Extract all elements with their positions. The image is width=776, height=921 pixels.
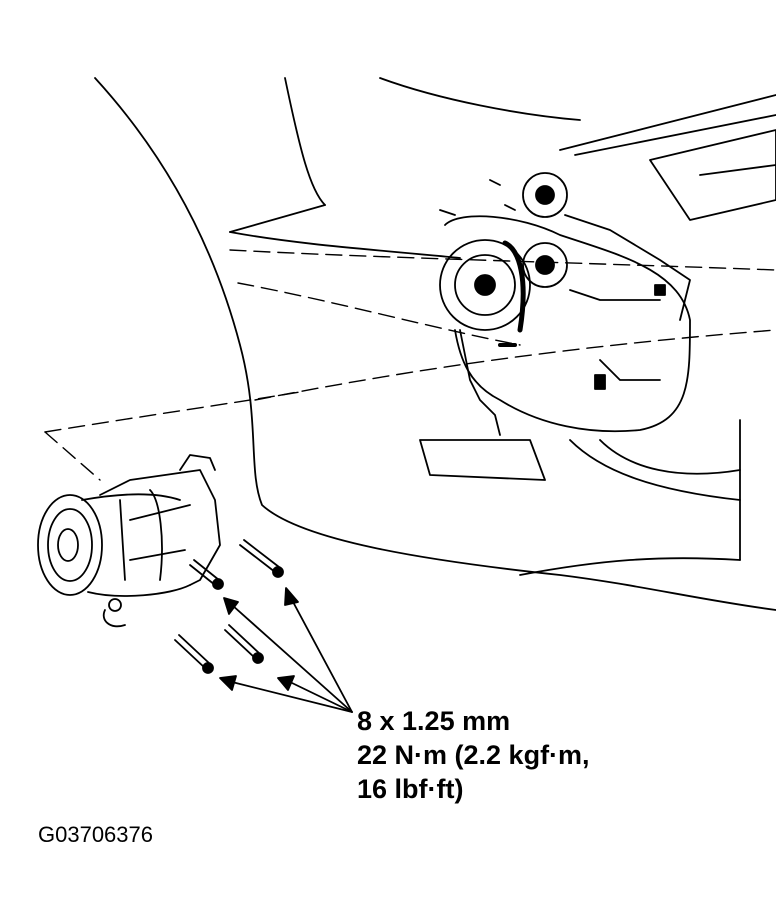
torque-spec-line1: 22 N·m (2.2 kgf·m, (357, 740, 590, 770)
bolt-upper-left (189, 559, 220, 586)
idler-pulley-lower (522, 242, 568, 288)
compressor-clutch-pulley (37, 494, 103, 596)
reference-lines (44, 249, 776, 481)
crank-pulley (439, 239, 531, 331)
bolt-lower-left (174, 634, 210, 669)
leader-arrowheads (219, 587, 299, 691)
ac-compressor (37, 454, 221, 628)
callout-leaders (231, 599, 353, 713)
engine-assembly (439, 172, 691, 436)
idler-pulley-upper (522, 172, 568, 218)
mounting-bolts (174, 539, 284, 674)
bolt-size-spec: 8 x 1.25 mm (357, 706, 511, 736)
bolt-upper-right (239, 539, 280, 573)
figure-id: G03706376 (38, 822, 153, 847)
body-panel (94, 77, 776, 611)
torque-spec-line2: 16 lbf·ft) (357, 774, 464, 804)
bolt-lower-right (224, 624, 260, 659)
